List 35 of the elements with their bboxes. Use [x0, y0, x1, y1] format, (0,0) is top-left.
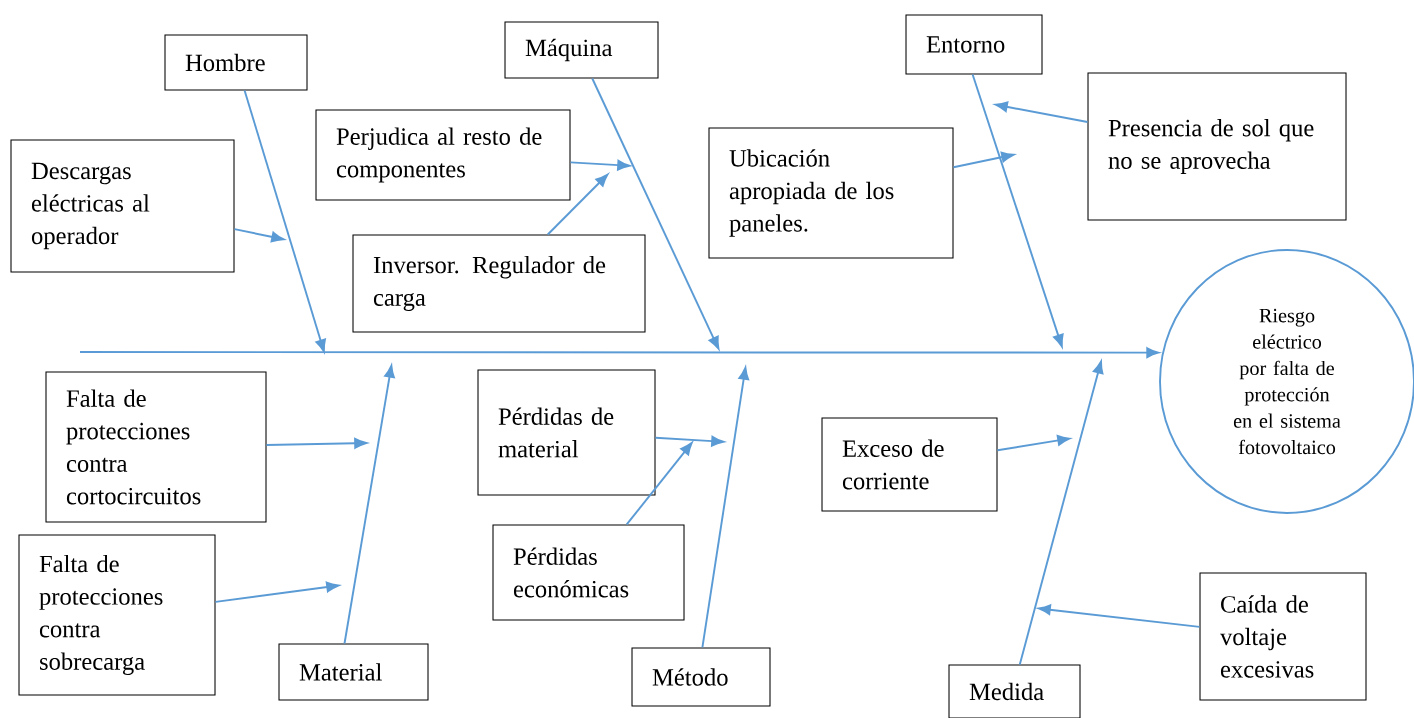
arrow [996, 435, 1071, 452]
arrow [654, 435, 725, 447]
cause-box: Medida [948, 664, 1081, 718]
cause-box: Exceso de corriente [821, 417, 998, 512]
cause-box: Material [278, 643, 429, 701]
arrow [994, 101, 1089, 124]
cause-box: Caída de voltaje excesivas [1199, 572, 1367, 701]
cause-box: Ubicación apropiada de los paneles. [708, 127, 954, 259]
cause-box: Presencia de sol que no se aprovecha [1087, 72, 1347, 221]
cause-box: Máquina [504, 21, 659, 79]
cause-box: Falta de protecciones contra cortocircuitos [45, 371, 267, 523]
cause-box: Pérdidas económicas [492, 524, 685, 621]
arrow [1037, 604, 1201, 628]
arrow [79, 347, 1160, 359]
arrow [343, 364, 395, 645]
cause-box: Entorno [905, 14, 1043, 75]
arrow [569, 159, 631, 171]
arrow [701, 366, 750, 649]
arrow [233, 228, 285, 243]
cause-box: Pérdidas de material [477, 369, 656, 496]
cause-box: Falta de protecciones contra sobrecarga [18, 534, 216, 696]
arrow [591, 77, 720, 350]
arrow [265, 437, 368, 449]
cause-box: Descargas eléctricas al operador [10, 139, 235, 273]
arrow [1018, 360, 1104, 666]
arrow [971, 73, 1064, 348]
arrow [546, 173, 609, 236]
cause-box: Inversor. Regulador de carga [352, 234, 646, 333]
arrow [214, 581, 340, 603]
cause-box: Hombre [164, 34, 308, 91]
arrow [625, 442, 693, 526]
arrow [243, 89, 326, 353]
cause-box: Método [631, 647, 771, 707]
arrow [952, 151, 1015, 169]
cause-box: Perjudica al resto de componentes [315, 109, 571, 201]
